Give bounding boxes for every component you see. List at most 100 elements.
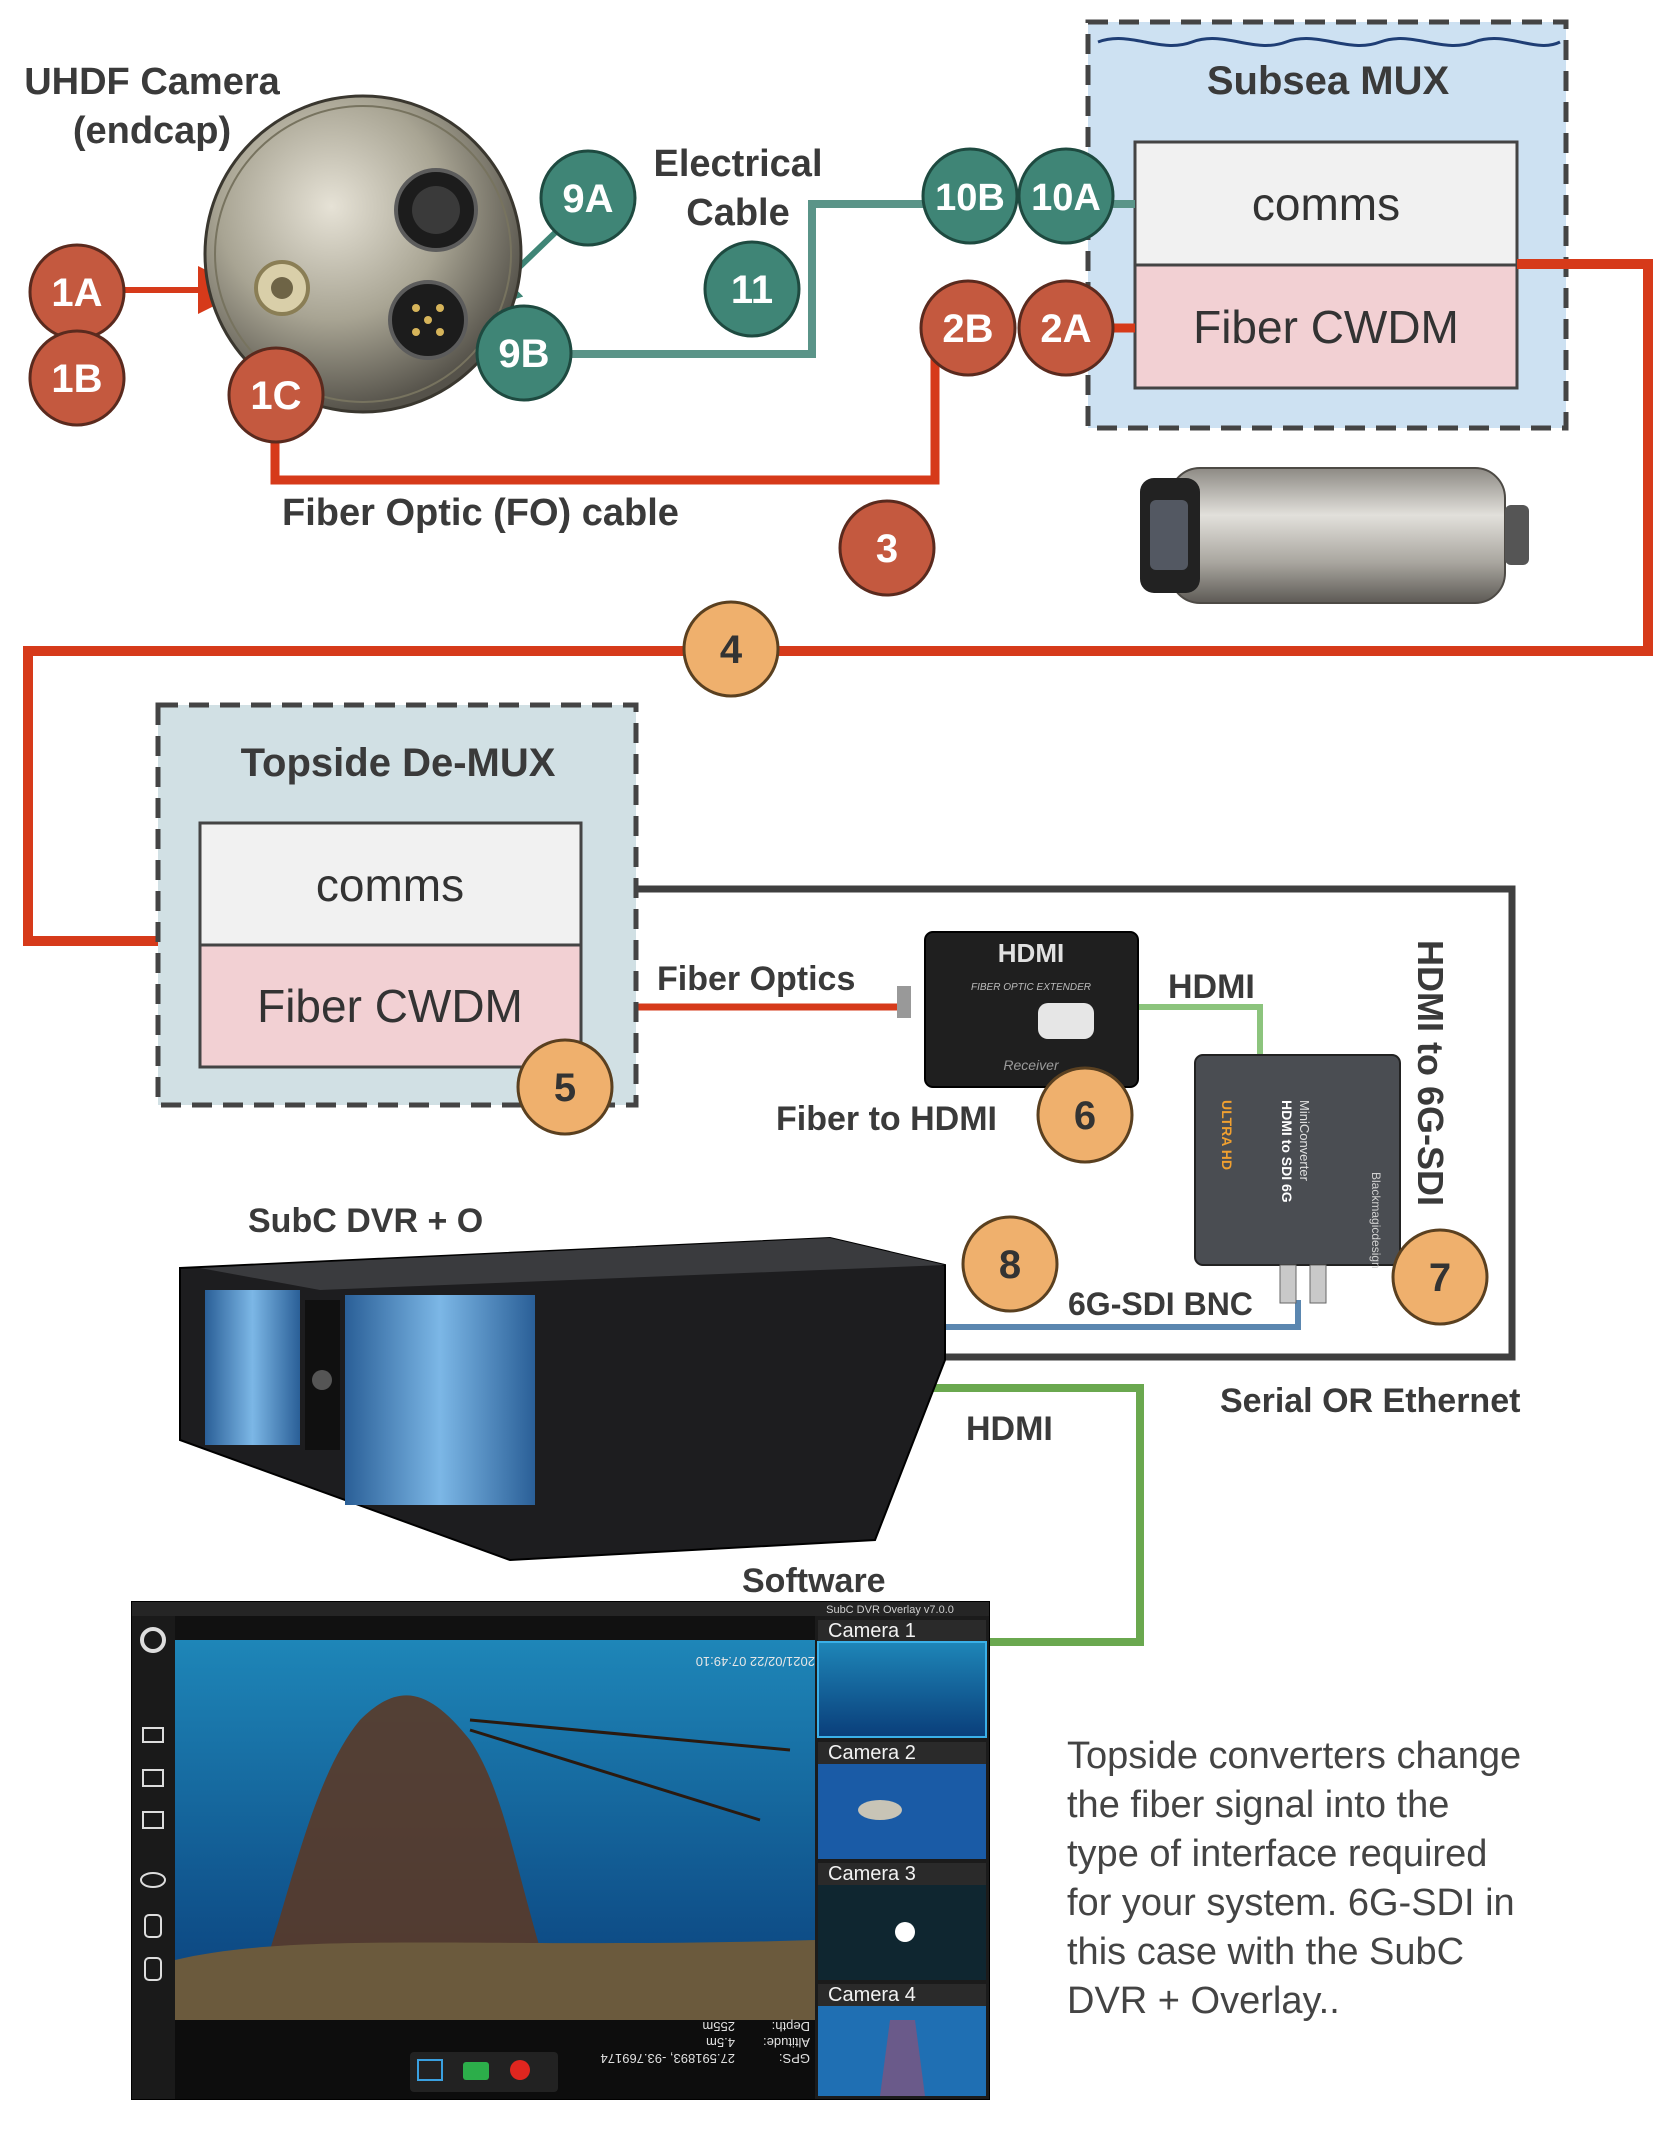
hdmi-top-label: HDMI [1168,968,1255,1006]
camera-thumb-header [818,1620,986,1642]
electrical-line-11 [570,200,925,358]
light-shape [895,1922,915,1942]
subsea-cwdm-label: Fiber CWDM [1193,301,1459,353]
badge-3: 3 [838,499,936,597]
software-timestamp: 2021/02/22 07:49:10 [696,1654,815,1669]
software-window-title: SubC DVR Overlay v7.0.0 [826,1604,954,1616]
badge-8: 8 [961,1215,1059,1313]
badge-7: 7 [1391,1228,1489,1326]
badge-1b: 1B [28,329,126,427]
badge-10a-label: 10A [1031,177,1101,219]
camera-thumb-label: Camera 2 [828,1742,916,1764]
software-screenshot: SubC DVR Overlay v7.0.0 2021/02/22 07:49… [131,1601,990,2100]
badge-5: 5 [516,1038,614,1136]
badge-2a-label: 2A [1040,307,1091,351]
camera-thumb-header [818,1984,986,2006]
record-icon[interactable] [510,2060,530,2080]
badge-9b: 9B [475,304,573,402]
fiber-line-4 [23,259,1653,946]
note-line: DVR + Overlay.. [1067,1980,1340,2022]
bnc-connector [1279,1264,1297,1304]
folder-icon[interactable] [142,1727,164,1743]
lobster-antenna [469,1718,791,1752]
converter-brand: Blackmagicdesign [1369,1172,1383,1269]
dvr-label: SubC DVR + O [248,1202,483,1240]
cloud-icon[interactable] [140,1872,166,1888]
note-line: for your system. 6G-SDI in [1067,1882,1515,1924]
dvr-bay [345,1295,535,1505]
pin [436,304,444,312]
water-wave [1097,37,1561,47]
subsea-cwdm-box [1133,263,1519,390]
badge-11: 11 [703,240,801,338]
converter-line2: HDMI to SDI 6G [1279,1100,1295,1203]
database-icon[interactable] [144,1957,162,1981]
note-line: type of interface required [1067,1833,1487,1875]
badge-10b-label: 10B [935,177,1005,219]
badge-9b-label: 9B [498,332,549,376]
demux-cwdm-label: Fiber CWDM [257,980,523,1032]
extender-fiber-plug [897,986,911,1018]
camera-thumb-image [818,1764,986,1859]
export-icon[interactable] [142,1811,164,1829]
note-line: Topside converters change [1067,1735,1521,1777]
fiber-hdmi-extender: HDMI FIBER OPTIC EXTENDER Receiver [897,931,1139,1088]
badge-1c-label: 1C [250,374,301,418]
camera-thumb-4[interactable]: Camera 4 [818,1984,986,2096]
note-line: this case with the SubC [1067,1931,1464,1973]
software-titlebar [132,1602,989,1616]
sdi-bnc-label: 6G-SDI BNC [1068,1286,1253,1322]
badge-2b: 2B [919,279,1017,377]
badge-9a-label: 9A [562,177,613,221]
extender-sub: FIBER OPTIC EXTENDER [971,982,1091,993]
badges: 1A 1B 1C 9A 9B 11 10B 10A [28,147,1489,1326]
converter-body [1194,1054,1401,1266]
snapshot-region-icon[interactable] [417,2059,443,2081]
extender-badge [1038,1003,1094,1039]
badge-11-label: 11 [731,268,773,312]
subsea-mux: Subsea MUX comms Fiber CWDM [1085,19,1569,431]
camera-thumb-header [818,1742,986,1764]
overlay-label: Depth: [772,2019,810,2034]
housing-connectors [1505,505,1529,565]
serial-ethernet-label: Serial OR Ethernet [1220,1382,1520,1420]
badge-4-label: 4 [720,628,743,672]
extender-body [924,931,1139,1088]
camera-thumb-2[interactable]: Camera 2 [818,1742,986,1859]
badge-10b: 10B [921,147,1019,245]
camera-housing [1140,467,1529,604]
converter-line1: MiniConverter [1297,1100,1312,1182]
badge-8-label: 8 [999,1243,1021,1287]
reef [175,1940,815,2020]
camera-thumb-1[interactable]: Camera 1 [817,1620,987,1738]
badge-1a-label: 1A [51,271,102,315]
fiber-port-core [271,277,293,299]
gear-icon[interactable] [140,1627,166,1653]
software-label: Software [742,1562,886,1600]
overlay-label: Altitude: [763,2035,810,2050]
database-icon[interactable] [144,1914,162,1938]
endcap-rim [214,105,512,403]
camera-thumb-3[interactable]: Camera 3 [818,1863,986,1980]
pin [436,328,444,336]
camera-thumb-label: Camera 3 [828,1863,916,1885]
window-icon[interactable] [142,1769,164,1787]
camera-icon[interactable] [463,2062,489,2080]
hdmi-line-top [1138,1004,1263,1060]
badge-9a: 9A [539,149,637,247]
converter-uhd: ULTRA HD [1219,1100,1235,1170]
overlay-value: 27.591893, -93.769174 [601,2051,735,2066]
subsea-comms-box [1133,140,1519,267]
badge-6-label: 6 [1074,1094,1096,1138]
demux-comms-label: comms [316,859,464,911]
sdi-bnc-line [940,1300,1301,1330]
fo-cable-label: Fiber Optic (FO) cable [282,492,679,534]
dvr-rack [179,1236,946,1562]
fish-shape [858,1800,902,1820]
pin [412,304,420,312]
badge-7-label: 7 [1429,1256,1451,1300]
diver-shape [880,2020,925,2096]
camera-thumb-label: Camera 1 [828,1620,916,1642]
badge-2a: 2A [1017,279,1115,377]
